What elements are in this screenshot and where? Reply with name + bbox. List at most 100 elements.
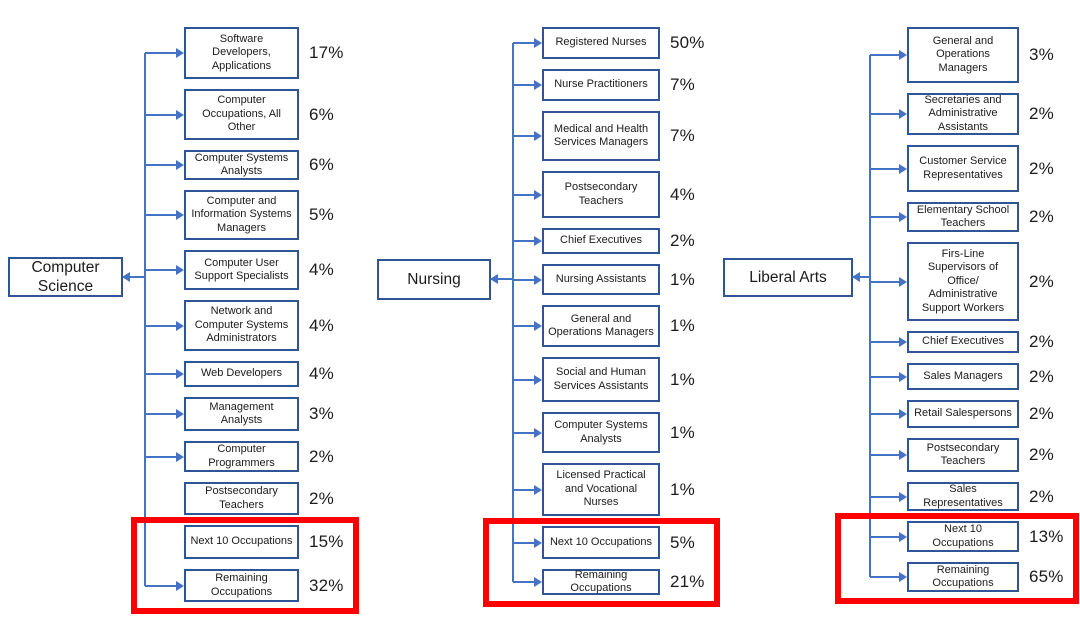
occupation-box: Computer Occupations, All Other [184,89,299,140]
occupation-box: Remaining Occupations [542,569,660,595]
occupation-percent: 2% [1029,104,1054,123]
occupation-box: Computer User Support Specialists [184,250,299,290]
occupation-label: Licensed Practical and Vocational Nurses [556,469,646,509]
branch-arrow-icon [145,451,184,462]
occupation-box: Licensed Practical and Vocational Nurses [542,463,660,516]
occupation-label: Computer Occupations, All Other [202,94,281,134]
occupation-label: Computer Systems Analysts [194,151,289,177]
branch-arrow-icon [870,163,907,174]
occupation-label: Remaining Occupations [210,572,273,598]
root-arrow-left-icon [490,274,513,284]
occupation-label: Network and Computer Systems Administrat… [194,305,289,345]
occupation-percent: 5% [309,205,334,224]
occupation-percent: 2% [1029,207,1054,226]
occupation-label: Remaining Occupations [932,563,994,589]
occupation-box: Registered Nurses [542,27,660,59]
occupation-percent: 2% [1029,366,1054,386]
branch-arrow-icon [513,537,542,548]
occupation-label: Nurse Practitioners [554,78,648,91]
major-box-liberal-arts: Liberal Arts [723,258,853,297]
occupation-percent: 5% [670,532,695,552]
occupation-percent: 2% [309,446,334,466]
occupation-label: General and Operations Managers [548,312,654,338]
occupation-percent: 1% [670,479,695,499]
branch-arrow-icon [513,189,542,200]
occupation-label: Elementary School Teachers [916,203,1010,229]
occupation-percent: 1% [670,369,695,389]
branch-arrow-icon [870,572,907,582]
branch-arrow-icon [145,48,184,58]
branch-arrow-icon [513,484,542,495]
branch-arrow-icon [870,109,907,119]
branch-arrow-icon [870,491,907,502]
occupation-box: Remaining Occupations [184,569,299,602]
occupation-label: General and Operations Managers [932,34,994,74]
occupation-box: Computer Programmers [184,441,299,472]
occupation-percent: 2% [309,488,334,508]
occupation-label: Chief Executives [922,335,1004,348]
column-computer-science: Computer Science Software Developers, Ap… [0,0,360,630]
branch-arrow-icon [145,265,184,275]
major-box-computer-science: Computer Science [8,257,123,297]
occupation-row: Remaining Occupations 65% [870,562,1080,592]
branch-arrow-icon [870,450,907,460]
trunk-line [869,55,871,577]
occupation-label: Customer Service Representatives [919,155,1007,181]
occupation-label: Registered Nurses [555,36,647,49]
branch-arrow-icon [513,236,542,246]
occupation-label: Management Analysts [209,400,274,426]
branch-arrow-icon [513,131,542,141]
occupation-label: Postsecondary Teachers [564,181,638,207]
branch-arrow-icon [870,531,907,542]
occupation-label: Computer Programmers [208,443,275,469]
branch-arrow-icon [145,210,184,220]
occupation-label: Sales Representatives [923,483,1003,509]
occupation-percent: 65% [1029,567,1064,586]
branch-arrow-icon [145,580,184,591]
occupation-box: Management Analysts [184,397,299,431]
column-nursing: Nursing Registered Nurses 50% Nurse Pract… [360,0,720,630]
occupation-percent: 4% [670,184,695,204]
occupation-box: Chief Executives [542,228,660,254]
branch-arrow-icon [145,369,184,379]
column-liberal-arts: Liberal Arts General and Operations Mana… [720,0,1080,630]
occupation-percent: 13% [1029,526,1064,546]
occupation-percent: 2% [1029,404,1054,423]
occupation-row: Computer and Information Systems Manager… [145,190,360,240]
occupation-box: Nursing Assistants [542,264,660,295]
occupation-box: Medical and Health Services Managers [542,111,660,161]
occupation-box: Remaining Occupations [907,562,1019,592]
occupation-row: General and Operations Managers 3% [870,27,1080,83]
occupation-row: Computer Programmers 2% [145,441,360,472]
branch-arrow-icon [145,109,184,120]
occupation-percent: 3% [1029,45,1054,64]
occupation-percent: 1% [670,269,695,289]
occupation-percent: 2% [670,231,695,250]
occupation-percent: 4% [309,260,334,279]
branch-arrow-icon [513,80,542,90]
occupation-percent: 50% [670,33,705,52]
occupation-percent: 7% [670,75,695,94]
occupation-row: Licensed Practical and Vocational Nurses… [513,463,718,516]
occupation-row: Nurse Practitioners 7% [513,69,718,101]
branch-arrow-icon [870,212,907,222]
major-label: Liberal Arts [749,268,827,286]
occupation-percent: 3% [309,404,334,423]
major-box-nursing: Nursing [377,259,491,300]
occupation-box: General and Operations Managers [907,27,1019,83]
occupation-percent: 2% [1029,332,1054,351]
occupation-box: Computer Systems Analysts [184,150,299,180]
occupation-box: Nurse Practitioners [542,69,660,101]
